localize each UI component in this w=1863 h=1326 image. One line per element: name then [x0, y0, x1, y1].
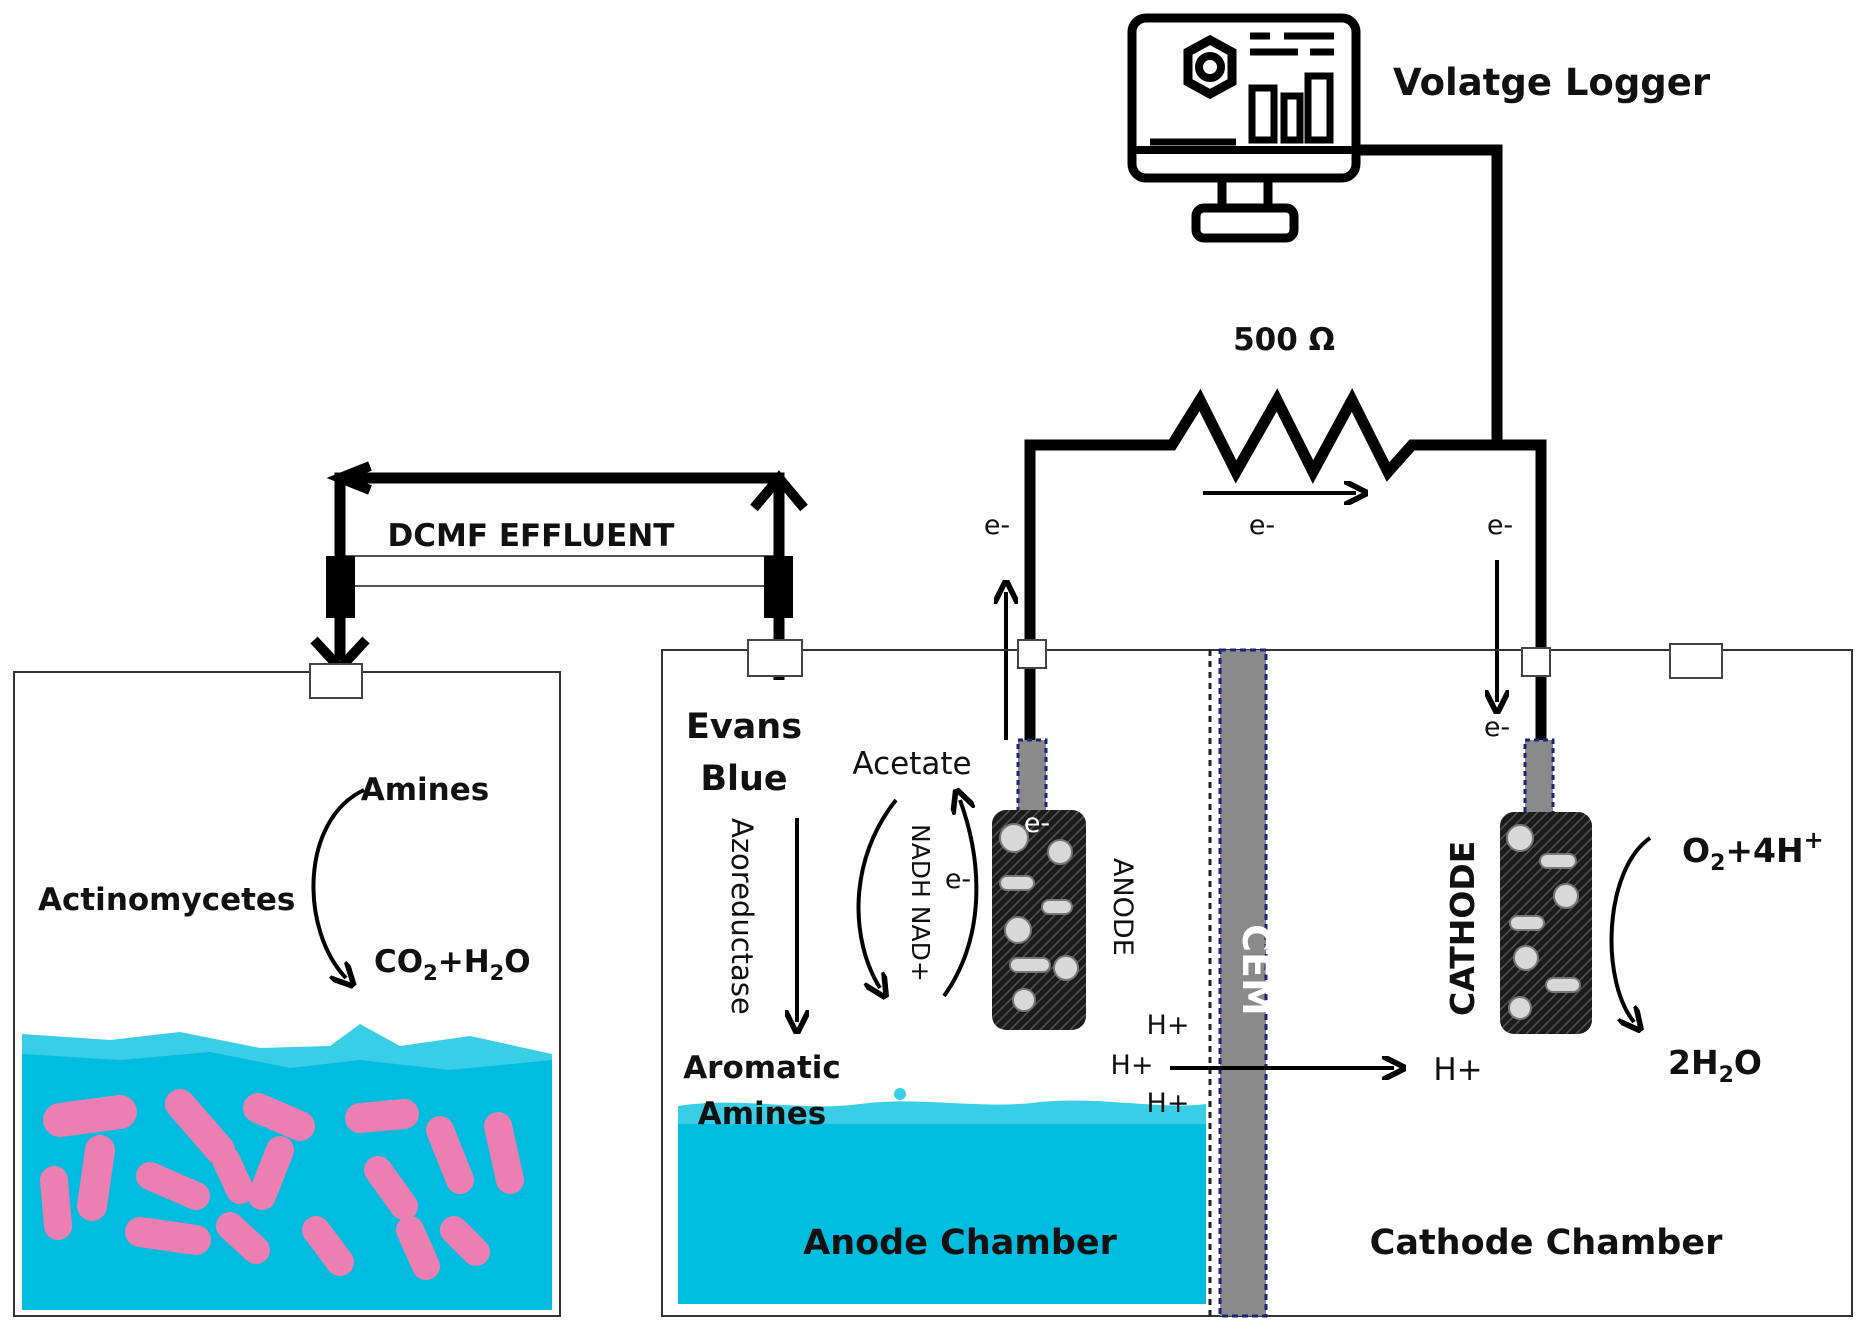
anode-electrode-icon: [992, 738, 1086, 1030]
water-product-label: 2H2O: [1668, 1043, 1762, 1088]
reactor-body: [661, 639, 1853, 1317]
blue-label: Blue: [700, 759, 787, 799]
left-tank: [13, 663, 561, 1317]
cycle-electron-label: e-: [945, 864, 971, 895]
electron-label-right: e-: [1487, 510, 1513, 541]
voltage-logger-icon: [1127, 13, 1361, 243]
proton-label-3: H+: [1147, 1088, 1190, 1119]
nadh-cycle-arrow: [942, 800, 979, 998]
cathode-electrode-icon: [1500, 738, 1592, 1034]
aromatic-amines-label: Amines: [698, 1096, 826, 1132]
acetate-label: Acetate: [852, 746, 971, 782]
amine-degradation-arrow: [311, 788, 365, 978]
azoreductase-label: Azoreductase: [725, 818, 759, 1015]
cathode-label: CATHODE: [1443, 841, 1482, 1016]
effluent-label: DCMF EFFLUENT: [388, 518, 675, 554]
anode-label: ANODE: [1107, 858, 1138, 956]
anode-electron-label: e-: [1024, 808, 1050, 839]
effluent-loop: [310, 461, 808, 680]
acetate-oxidation-arrow: [856, 798, 898, 988]
cem-label: CEM: [1234, 924, 1278, 1016]
external-circuit: [1024, 144, 1547, 746]
electron-label-cathode: e-: [1484, 712, 1510, 743]
left-amines-label: Amines: [361, 772, 489, 808]
voltage-logger-label: Volatge Logger: [1393, 61, 1711, 104]
cathode-proton-label: H+: [1433, 1052, 1482, 1088]
proton-label-1: H+: [1147, 1010, 1190, 1041]
electron-label-middle: e-: [1249, 510, 1275, 541]
anode-chamber-label: Anode Chamber: [803, 1223, 1118, 1263]
cem-membrane: [1218, 648, 1268, 1318]
cathode-chamber-label: Cathode Chamber: [1370, 1223, 1723, 1263]
evans-label: Evans: [686, 707, 802, 747]
resistor-label: 500 Ω: [1233, 322, 1335, 358]
actinomycetes-label: Actinomycetes: [38, 882, 295, 918]
nadh-label: NADH NAD+: [906, 824, 935, 982]
co2-h2o-label: CO2+H2O: [374, 944, 531, 985]
electron-label-left: e-: [984, 510, 1010, 541]
aromatic-label: Aromatic: [683, 1050, 841, 1086]
oxygen-reactant-label: O2+4H+: [1682, 826, 1824, 876]
proton-label-2: H+: [1111, 1050, 1154, 1081]
oxygen-reduction-arrow: [1609, 836, 1652, 1022]
